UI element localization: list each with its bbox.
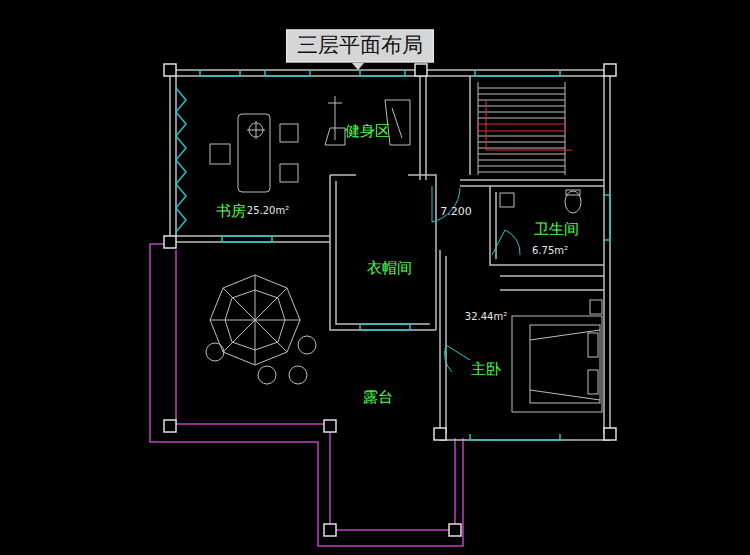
window (200, 70, 560, 76)
bed (530, 325, 600, 403)
terrace-table (298, 336, 316, 354)
bathroom-fixture (500, 190, 581, 213)
terrace-table (258, 366, 276, 384)
elevation-mark: 7.200 (440, 206, 472, 218)
terrace-outline (150, 244, 463, 546)
plan-title: 三层平面布局 (286, 29, 434, 62)
bathroom-fixture (565, 191, 581, 213)
stair (478, 124, 565, 131)
window (470, 434, 560, 440)
stair (478, 88, 565, 172)
column (449, 524, 461, 536)
wall (330, 175, 436, 330)
terrace-outline (150, 244, 463, 546)
study-furniture (238, 114, 270, 192)
room-name: 健身区 (345, 123, 390, 140)
bed (588, 333, 598, 357)
wall (460, 180, 604, 186)
wall (500, 276, 604, 290)
study-furniture (210, 144, 230, 164)
column (164, 64, 176, 76)
column (164, 236, 176, 248)
column (434, 428, 446, 440)
area-value: 6.75m² (532, 245, 568, 256)
wall (330, 175, 436, 330)
terrace-outline (170, 424, 455, 530)
wall (440, 250, 610, 440)
wall (170, 70, 610, 440)
bathroom-fixture (566, 190, 580, 195)
column (324, 420, 336, 432)
terrace-outline (175, 250, 177, 424)
bed (588, 370, 598, 394)
gym-equipment (392, 108, 402, 138)
room-name: 衣帽间 (367, 260, 412, 277)
stair (486, 100, 572, 150)
door (432, 186, 520, 372)
room-name: 卫生间 (534, 221, 579, 238)
bed (512, 300, 602, 412)
wall (490, 186, 604, 265)
room-name: 书房 (216, 203, 246, 220)
room-name: 主卧 (471, 361, 501, 378)
room-name: 露台 (363, 389, 393, 406)
column (324, 524, 336, 536)
column (604, 428, 616, 440)
wall (469, 76, 471, 175)
wall (176, 76, 330, 236)
column (415, 64, 427, 76)
window (176, 88, 186, 232)
bed (512, 316, 602, 412)
bed (590, 300, 602, 314)
column (164, 64, 616, 536)
gym-equipment (325, 96, 410, 145)
door (444, 345, 470, 372)
study-furniture (247, 121, 265, 139)
column (164, 420, 176, 432)
column (604, 64, 616, 76)
wall (170, 70, 610, 440)
study-furniture (280, 124, 298, 142)
terrace-table (206, 275, 316, 384)
bed (530, 330, 600, 400)
wall (420, 76, 426, 180)
title-pointer (352, 63, 364, 70)
bathroom-fixture (500, 193, 514, 207)
door (492, 230, 520, 255)
area-value: 32.44m² (465, 311, 507, 322)
stair (478, 82, 565, 175)
window (604, 195, 610, 240)
terrace-table (289, 366, 307, 384)
area-value: 25.20m² (247, 205, 289, 216)
gym-equipment (328, 96, 342, 140)
window (222, 236, 272, 242)
window (360, 324, 410, 330)
stair (478, 82, 572, 175)
terrace-table (206, 343, 224, 361)
wall (170, 70, 330, 242)
study-furniture (280, 164, 298, 182)
study-furniture (210, 114, 298, 192)
terrace-table (225, 290, 285, 350)
window (176, 70, 610, 440)
wall (176, 76, 604, 434)
